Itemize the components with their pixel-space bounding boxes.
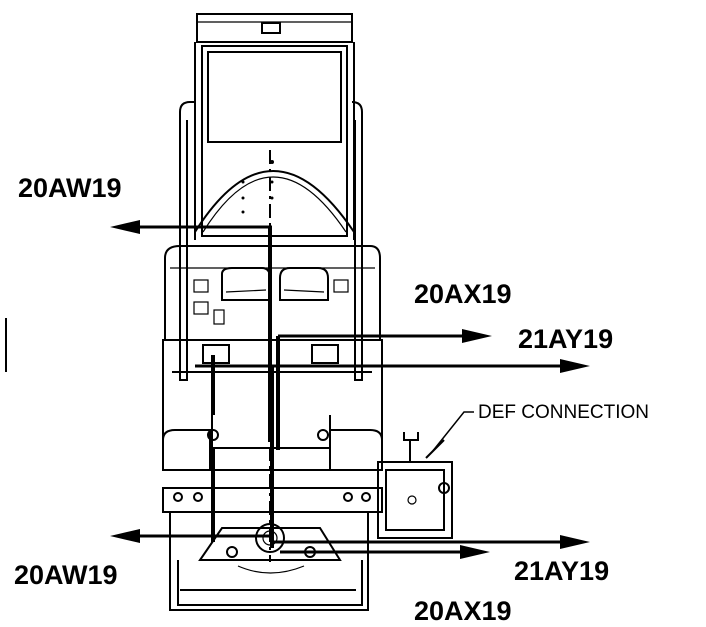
harness-routes [211, 226, 280, 548]
seat-body [164, 245, 381, 341]
label-21ay19-mid: 21AY19 [518, 324, 614, 354]
arrow-bottom-right-21ay19 [270, 535, 590, 549]
arrow-top-left-20aw19 [110, 220, 272, 234]
seat-back [194, 160, 355, 233]
arrow-mid-right-21ay19 [195, 359, 590, 373]
arrow-bottom-right-20ax19 [280, 545, 490, 559]
label-20ax19-mid: 20AX19 [414, 279, 512, 309]
def-leader-line [431, 411, 474, 453]
def-tank [377, 432, 453, 539]
label-20aw19-bottom: 20AW19 [14, 560, 118, 590]
canopy-frame [194, 13, 355, 240]
label-20aw19-top: 20AW19 [18, 173, 122, 203]
label-20ax19-bottom: 20AX19 [414, 596, 512, 626]
arrow-mid-right-20ax19 [278, 329, 492, 343]
label-21ay19-bottom: 21AY19 [514, 556, 610, 586]
label-def-connection: DEF CONNECTION [478, 402, 649, 423]
arrow-bottom-left-20aw19 [110, 529, 274, 543]
